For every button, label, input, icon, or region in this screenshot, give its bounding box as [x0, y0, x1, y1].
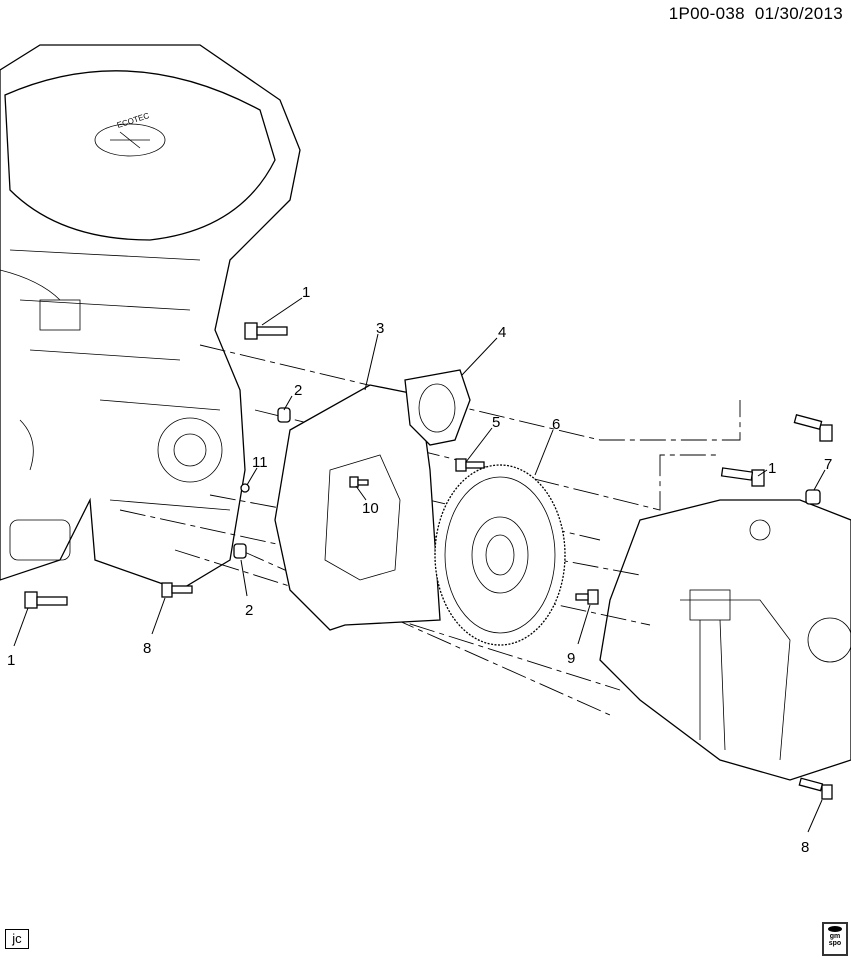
callout-labels: 1 2 3 4 5 6 7 1 11 10 2 9 8 1 8 — [7, 284, 832, 856]
part-1-bolt — [720, 467, 765, 487]
callout-1: 1 — [768, 460, 776, 477]
diagram-date: 01/30/2013 — [754, 4, 843, 23]
part-1-bolt — [244, 322, 288, 340]
callout-9: 9 — [567, 650, 575, 667]
callout-7: 7 — [824, 456, 832, 473]
part-10-bolt — [349, 476, 369, 488]
part-8-bolt — [161, 582, 193, 598]
author-initials-box: jc — [5, 929, 29, 949]
callout-10: 10 — [362, 500, 379, 517]
part-6-flywheel — [434, 464, 566, 646]
callout-3: 3 — [376, 320, 384, 337]
callout-1: 1 — [7, 652, 15, 669]
callout-2: 2 — [294, 382, 302, 399]
callout-1: 1 — [302, 284, 310, 301]
part-7-plug — [805, 489, 821, 505]
callout-8: 8 — [801, 839, 809, 856]
callout-11: 11 — [252, 454, 268, 471]
part-5-bolt — [455, 458, 485, 472]
part-11-pin — [240, 483, 250, 493]
callout-8: 8 — [143, 640, 151, 657]
callout-4: 4 — [498, 324, 506, 341]
engine-assembly: ECOTEC — [0, 44, 301, 591]
part-1-bolt — [793, 413, 833, 442]
part-2-dowel — [233, 543, 247, 559]
part-4-gasket — [404, 369, 471, 446]
leader-lines — [13, 297, 826, 833]
callout-2: 2 — [245, 602, 253, 619]
callout-5: 5 — [492, 414, 500, 431]
part-3-plate — [274, 384, 441, 631]
part-8-bolt — [798, 777, 833, 800]
part-2-dowel — [277, 407, 291, 423]
part-1-bolt — [24, 591, 68, 609]
fasteners — [24, 322, 833, 800]
diagram-id: 1P00-038 — [668, 4, 745, 23]
diagram-header: 1P00-038 01/30/2013 — [659, 4, 843, 24]
transmission-assembly — [599, 499, 851, 781]
callout-6: 6 — [552, 416, 560, 433]
part-9-bolt — [575, 589, 599, 605]
